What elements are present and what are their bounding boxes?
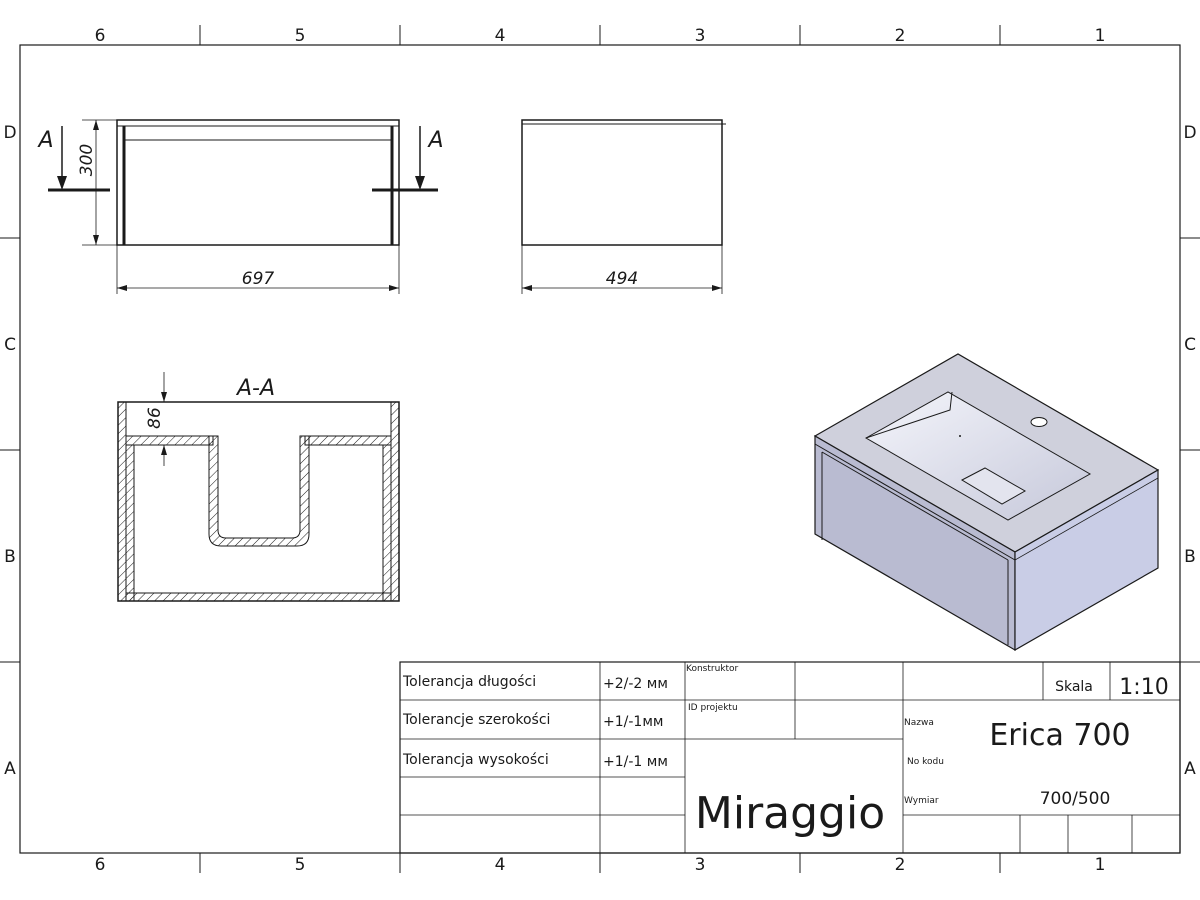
scale-label: Skala — [1055, 679, 1093, 695]
front-view: 300 697 A A — [36, 119, 444, 294]
drain-cover — [960, 467, 1027, 505]
thickness-dimension-label: 86 — [145, 407, 165, 429]
zone-row-b: B — [4, 547, 16, 567]
project-id-label: ID projektu — [688, 703, 738, 713]
zone-row-c: C — [4, 335, 16, 355]
isometric-view — [813, 353, 1160, 652]
section-marker-left: A — [36, 128, 53, 153]
title-block: Tolerancja długości +2/-2 мм Tolerancje … — [399, 661, 1181, 854]
zone-col-5: 5 — [295, 26, 306, 46]
zone-col-6: 6 — [95, 26, 106, 46]
zone-col-3: 3 — [695, 855, 706, 875]
height-dimension-label: 300 — [77, 144, 97, 176]
width-dimension-label: 697 — [242, 269, 275, 289]
tolerance-length-value: +2/-2 мм — [603, 676, 668, 692]
tolerance-height-label: Tolerancja wysokości — [402, 752, 549, 768]
section-marker-right: A — [426, 128, 443, 153]
zone-col-6: 6 — [95, 855, 106, 875]
section-view-title: A-A — [235, 376, 275, 401]
product-size: 700/500 — [1040, 789, 1111, 809]
zone-col-4: 4 — [495, 855, 506, 875]
zone-col-2: 2 — [895, 855, 906, 875]
tolerance-length-label: Tolerancja długości — [402, 674, 536, 690]
zone-labels-right: D C B A — [1183, 123, 1196, 779]
zone-row-d: D — [3, 123, 16, 143]
zone-labels-bottom: 6 5 4 3 2 1 — [95, 855, 1106, 875]
side-view-outline — [521, 119, 723, 246]
basin-section — [208, 435, 310, 547]
side-view: 494 — [521, 119, 726, 294]
iso-side-face — [1014, 468, 1159, 652]
section-view: A-A 86 — [117, 372, 400, 602]
iso-basin — [864, 391, 1092, 521]
section-arrow-left-icon — [57, 176, 67, 190]
zone-row-a: A — [4, 759, 16, 779]
zone-row-d: D — [1183, 123, 1196, 143]
zone-row-b: B — [1184, 547, 1196, 567]
zone-col-4: 4 — [495, 26, 506, 46]
tolerance-width-label: Tolerancje szerokości — [402, 712, 550, 728]
zone-col-2: 2 — [895, 26, 906, 46]
section-outline — [117, 401, 400, 602]
tolerance-width-value: +1/-1мм — [603, 714, 663, 730]
product-name: Erica 700 — [989, 718, 1130, 753]
brand-name: Miraggio — [695, 788, 885, 839]
tolerance-height-value: +1/-1 мм — [603, 754, 668, 770]
front-view-outline — [116, 119, 400, 246]
zone-col-1: 1 — [1095, 26, 1106, 46]
code-label: No kodu — [907, 757, 944, 767]
zone-row-c: C — [1184, 335, 1196, 355]
zone-labels-top: 6 5 4 3 2 1 — [95, 26, 1106, 46]
section-arrow-right-icon — [415, 176, 425, 190]
scale-value: 1:10 — [1119, 675, 1168, 700]
designer-label: Konstruktor — [686, 664, 739, 674]
tap-hole-icon — [1030, 417, 1048, 427]
size-label: Wymiar — [904, 796, 939, 806]
zone-col-3: 3 — [695, 26, 706, 46]
depth-dimension-label: 494 — [606, 269, 638, 289]
zone-row-a: A — [1184, 759, 1196, 779]
zone-col-1: 1 — [1095, 855, 1106, 875]
name-label: Nazwa — [904, 718, 934, 728]
zone-labels-left: D C B A — [3, 123, 16, 779]
zone-col-5: 5 — [295, 855, 306, 875]
